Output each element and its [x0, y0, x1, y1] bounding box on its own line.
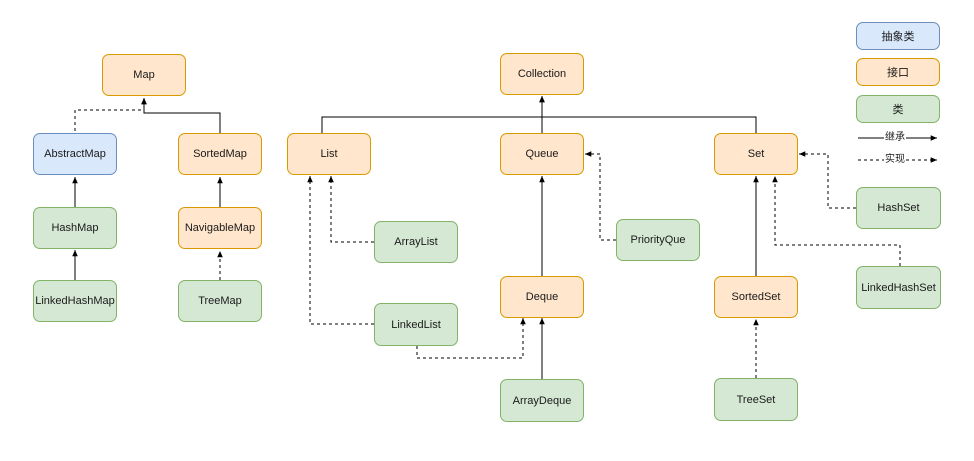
- edge-linkedlist-implements-deque: [416, 318, 526, 359]
- edge-linkedhashset-implements-set: [772, 176, 901, 266]
- legend-inherit-label: 继承: [884, 132, 906, 144]
- legend-class: 类: [856, 95, 940, 123]
- node-navigable-map: NavigableMap: [178, 207, 262, 249]
- node-list: List: [287, 133, 371, 175]
- edge-linkedlist-implements-list: [307, 176, 374, 325]
- edge-arraylist-implements-list: [328, 176, 374, 243]
- node-sorted-set: SortedSet: [714, 276, 798, 318]
- legend-interface: 接口: [856, 58, 940, 86]
- node-deque: Deque: [500, 276, 584, 318]
- node-abstract-map: AbstractMap: [33, 133, 117, 175]
- node-tree-map: TreeMap: [178, 280, 262, 322]
- edge-hashset-implements-set: [799, 151, 856, 209]
- node-map: Map: [102, 54, 186, 96]
- node-queue: Queue: [500, 133, 584, 175]
- node-sorted-map: SortedMap: [178, 133, 262, 175]
- node-linked-list: LinkedList: [374, 303, 458, 346]
- node-collection: Collection: [500, 53, 584, 95]
- edge-priorityque-implements-queue: [585, 151, 616, 241]
- edge-sortedmap-extends-map: [141, 98, 221, 133]
- node-linked-hash-map: LinkedHashMap: [33, 280, 117, 322]
- node-linked-hash-set: LinkedHashSet: [856, 266, 941, 309]
- node-hash-set: HashSet: [856, 187, 941, 229]
- node-hash-map: HashMap: [33, 207, 117, 249]
- edge-list-extends-collection: [321, 96, 545, 133]
- node-array-list: ArrayList: [374, 221, 458, 263]
- node-array-deque: ArrayDeque: [500, 379, 584, 422]
- node-set: Set: [714, 133, 798, 175]
- edge-abstractmap-implements-map: [74, 98, 147, 131]
- legend-implement-label: 实现: [884, 154, 906, 166]
- legend-abstract-class: 抽象类: [856, 22, 940, 50]
- node-tree-set: TreeSet: [714, 378, 798, 421]
- node-priority-que: PriorityQue: [616, 219, 700, 261]
- edge-set-extends-collection: [542, 116, 757, 133]
